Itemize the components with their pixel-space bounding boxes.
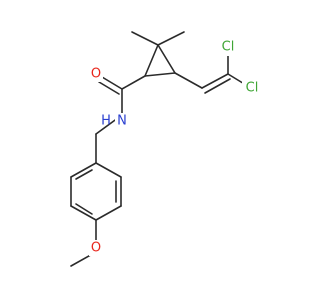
- o-carbonyl-label: O: [91, 67, 101, 82]
- bond-benz-inner-3: [75, 169, 93, 180]
- bond-ring-carbonyl: [121, 75, 146, 90]
- bond-carbonyl-double-b: [98, 81, 120, 95]
- bond-methyl-1: [131, 31, 159, 46]
- molecule-diagram: Cl Cl O N H O: [70, 31, 262, 267]
- n-amide-label: N: [117, 114, 127, 129]
- bond-vinyl-double-a: [201, 73, 229, 89]
- bond-ring-c2-c3: [157, 44, 176, 74]
- cl-right-bg: [242, 80, 262, 96]
- structure-svg: Cl Cl O N H O: [70, 31, 262, 267]
- cl-right-label: Cl: [246, 81, 259, 96]
- bond-benz-6: [70, 162, 97, 178]
- bond-ring-c1-c2: [144, 44, 159, 77]
- bond-benz-4: [70, 205, 97, 221]
- bond-methyl-2: [157, 31, 185, 46]
- n-amide-bg: [115, 113, 130, 129]
- o-methoxy-bg: [89, 240, 103, 256]
- bond-benz-3: [95, 205, 122, 221]
- h-amide-label: H: [101, 114, 111, 129]
- bond-benz-1: [95, 162, 122, 178]
- cl-top-label: Cl: [222, 40, 235, 55]
- bond-benz-inner-2: [75, 203, 93, 215]
- bond-ring-vinyl: [174, 72, 203, 89]
- o-methoxy-label: O: [91, 241, 101, 256]
- bond-vinyl-double-b: [204, 78, 231, 94]
- o-carbonyl-bg: [89, 66, 103, 82]
- bond-ring-c3-c1: [144, 72, 176, 77]
- cl-top-bg: [218, 40, 238, 56]
- bond-carbonyl-double-a: [101, 76, 123, 90]
